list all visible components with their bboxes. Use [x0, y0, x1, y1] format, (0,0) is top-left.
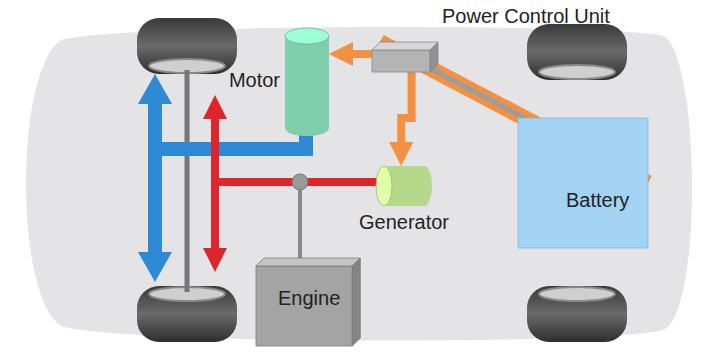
wheel	[527, 24, 627, 80]
part-label: Generator	[359, 210, 449, 234]
part-shape	[376, 166, 432, 206]
wheel	[527, 286, 627, 342]
part-label: Battery	[566, 188, 629, 212]
motor-power-arrow	[138, 74, 172, 282]
wheel	[137, 286, 237, 342]
control-unit-box: Power Control Unit	[372, 42, 438, 72]
engine-box: Engine	[256, 258, 360, 346]
part-label: Engine	[278, 286, 340, 310]
part-label: Power Control Unit	[442, 4, 610, 28]
engine-power-arrow	[203, 95, 227, 272]
generator-cylinder: Generator	[376, 166, 432, 206]
flow-line	[401, 72, 411, 148]
part-shape	[285, 28, 329, 136]
box-outline	[518, 118, 648, 248]
front-axle	[185, 70, 190, 292]
battery-box: Battery	[518, 118, 648, 248]
engine-shaft	[298, 182, 302, 262]
part-label: Motor	[229, 68, 280, 92]
power-split-device	[292, 174, 308, 190]
flow-line	[347, 50, 372, 58]
part-shape	[372, 42, 438, 72]
power-flow-arrow	[347, 54, 372, 55]
wheel	[137, 18, 237, 74]
motor-cylinder: Motor	[285, 28, 329, 136]
power-flow-arrow	[401, 72, 411, 148]
